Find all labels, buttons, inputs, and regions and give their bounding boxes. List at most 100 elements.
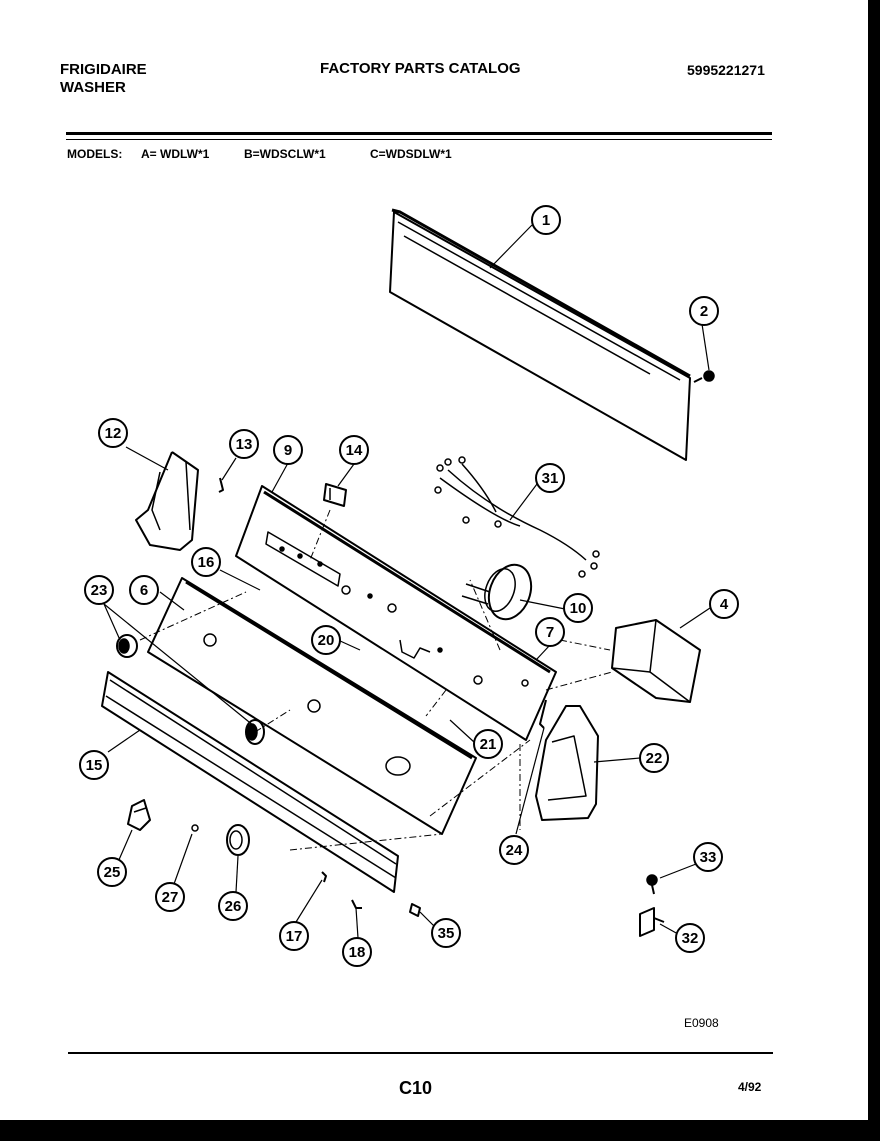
part-rear-panel	[389, 208, 691, 461]
catalog-title: FACTORY PARTS CATALOG	[320, 60, 521, 77]
callout-number: 6	[140, 582, 148, 599]
callout-circle	[431, 918, 461, 948]
figure-id: E0908	[684, 1016, 719, 1030]
callout-circle	[689, 296, 719, 326]
callout-16: 16	[191, 547, 221, 577]
callout-27: 27	[155, 882, 185, 912]
part-console-panel	[235, 485, 557, 741]
part-control-panel-6	[147, 577, 477, 835]
callout-number: 23	[91, 582, 108, 599]
callout-number: 27	[162, 889, 179, 906]
callout-circle	[639, 743, 669, 773]
callout-2: 2	[689, 296, 719, 326]
callout-circle	[535, 463, 565, 493]
callout-number: 7	[546, 624, 554, 641]
catalog-page: FRIGIDAIRE WASHER FACTORY PARTS CATALOG …	[0, 0, 868, 1120]
part-screw-2	[693, 370, 715, 383]
models-label: MODELS:	[67, 147, 123, 161]
callout-20: 20	[311, 625, 341, 655]
callout-number: 12	[105, 425, 122, 442]
callout-number: 15	[86, 757, 103, 774]
callout-26: 26	[218, 891, 248, 921]
brand-name: FRIGIDAIRE	[60, 61, 147, 78]
callout-24: 24	[499, 835, 529, 865]
callout-22: 22	[639, 743, 669, 773]
part-dial-26	[226, 824, 250, 856]
callout-circle	[709, 589, 739, 619]
callout-number: 31	[542, 470, 559, 487]
callout-number: 20	[318, 632, 335, 649]
callout-15: 15	[79, 750, 109, 780]
part-left-bracket	[135, 451, 199, 551]
callout-number: 18	[349, 944, 366, 961]
part-washer-27	[191, 824, 199, 832]
callout-21: 21	[473, 729, 503, 759]
callout-number: 25	[104, 864, 121, 881]
callout-circle	[563, 593, 593, 623]
part-switch-block-4	[611, 619, 701, 703]
callout-number: 9	[284, 442, 292, 459]
page-date: 4/92	[738, 1080, 762, 1094]
catalog-number: 5995221271	[687, 62, 765, 78]
callout-17: 17	[279, 921, 309, 951]
callout-1: 1	[531, 205, 561, 235]
callout-18: 18	[342, 937, 372, 967]
callout-number: 4	[720, 596, 729, 613]
footer-rule	[68, 1052, 773, 1054]
callout-35: 35	[431, 918, 461, 948]
callout-circle	[693, 842, 723, 872]
callout-32: 32	[675, 923, 705, 953]
part-screw-33	[646, 874, 658, 895]
part-screw-35	[409, 903, 421, 917]
callout-circle	[273, 435, 303, 465]
callout-7: 7	[535, 617, 565, 647]
callout-circle	[499, 835, 529, 865]
callout-circle	[98, 418, 128, 448]
callout-10: 10	[563, 593, 593, 623]
callout-circle	[311, 625, 341, 655]
callout-circle	[191, 547, 221, 577]
part-trim-15	[101, 671, 399, 893]
callout-circle	[675, 923, 705, 953]
callout-number: 14	[346, 442, 363, 459]
callout-number: 16	[198, 554, 215, 571]
callout-circle	[79, 750, 109, 780]
callout-circle	[129, 575, 159, 605]
callout-6: 6	[129, 575, 159, 605]
callout-circle	[218, 891, 248, 921]
callout-number: 24	[506, 842, 523, 859]
callout-number: 35	[438, 925, 455, 942]
part-knob-25	[127, 799, 151, 831]
header-rule-thin	[66, 139, 772, 140]
callout-circle	[473, 729, 503, 759]
callout-circle	[279, 921, 309, 951]
header-rule-thick	[66, 132, 772, 135]
part-clip-18	[351, 899, 362, 909]
callout-14: 14	[339, 435, 369, 465]
callout-number: 26	[225, 898, 242, 915]
callout-number: 10	[570, 600, 587, 617]
part-clip-17	[321, 871, 327, 883]
part-clip-24	[539, 699, 547, 729]
callout-number: 33	[700, 849, 717, 866]
callout-circle	[339, 435, 369, 465]
callout-33: 33	[693, 842, 723, 872]
exploded-parts-diagram: 1246791012131415161718202122232425262731…	[79, 205, 739, 967]
callout-number: 22	[646, 750, 663, 767]
callout-circle	[531, 205, 561, 235]
callout-circle	[84, 575, 114, 605]
callout-circle	[535, 617, 565, 647]
part-wire-harness	[434, 456, 600, 578]
model-c: C=WDSDLW*1	[370, 147, 452, 161]
callout-circle	[97, 857, 127, 887]
callout-13: 13	[229, 429, 259, 459]
callout-12: 12	[98, 418, 128, 448]
callout-circle	[229, 429, 259, 459]
model-a: A= WDLW*1	[141, 147, 210, 161]
callout-number: 13	[236, 436, 253, 453]
callout-25: 25	[97, 857, 127, 887]
part-clip-32	[639, 907, 665, 937]
callout-number: 2	[700, 303, 708, 320]
callout-number: 32	[682, 930, 699, 947]
